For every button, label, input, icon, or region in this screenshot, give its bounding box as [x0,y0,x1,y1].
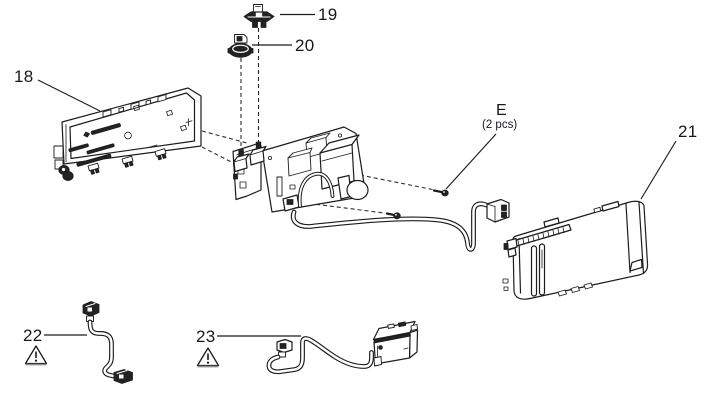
part-21-callout: 21 [678,122,698,141]
control-assembly-drawing [232,126,510,252]
part-18-housing-drawing [53,87,202,181]
warning-triangle-icon [24,345,48,366]
screw-icon [385,212,401,220]
part-20-callout: 20 [295,36,315,55]
part-21-cover-drawing [502,200,649,300]
warning-triangle-icon [196,347,220,368]
part-19-clip-drawing [243,4,275,28]
screw-icon [432,189,449,197]
part-20-grommet-drawing [227,34,254,58]
alignment-dashed-lines [201,28,436,214]
part-22-callout: 22 [23,326,43,345]
screws-qty-callout: (2 pcs) [482,119,518,131]
part-23-callout: 23 [196,327,216,346]
part-23-harness-drawing [266,320,419,375]
leader-lines [37,13,677,337]
part-22-harness-drawing [82,301,133,384]
part-18-callout: 18 [14,67,34,86]
part-19-callout: 19 [318,5,338,24]
screws-ref-callout: E [496,102,507,119]
